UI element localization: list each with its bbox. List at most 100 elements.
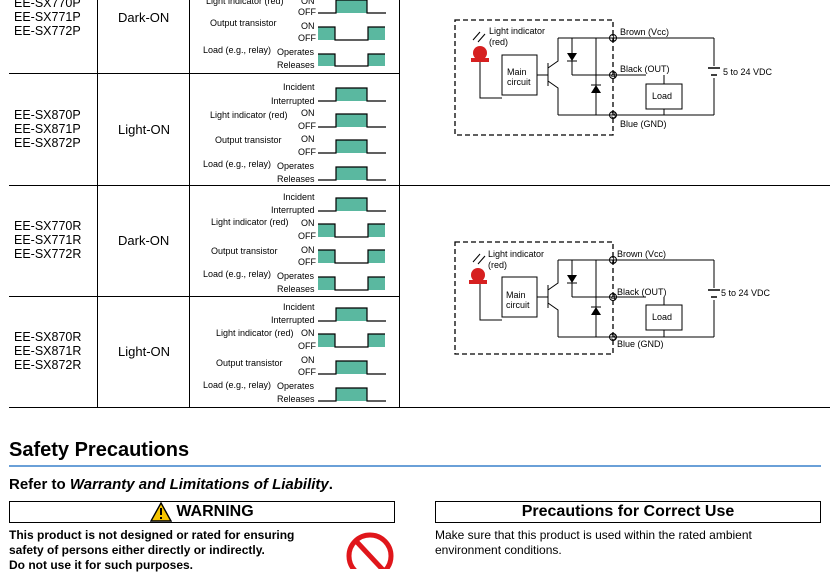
supply-voltage-label: 5 to 24 VDC <box>723 67 773 77</box>
waveform-pulse <box>318 54 335 66</box>
pin-number: 1 <box>611 33 616 43</box>
warning-triangle-icon <box>150 502 173 522</box>
main-label: Main <box>507 67 527 77</box>
pin-number: 4 <box>611 292 616 302</box>
wire-blue-label: Blue (GND) <box>617 339 664 349</box>
timing-label: OFF <box>298 121 316 131</box>
model-list: EE-SX770P EE-SX771P EE-SX772P <box>14 0 81 38</box>
timing-label: Output transistor <box>215 135 282 145</box>
model-name: EE-SX772P <box>14 24 81 38</box>
model-list: EE-SX870R EE-SX871R EE-SX872R <box>14 330 81 372</box>
prohibition-icon <box>346 532 394 569</box>
timing-label: ON <box>301 328 315 338</box>
wire-blue-label: Blue (GND) <box>620 119 667 129</box>
operation-mode: Dark-ON <box>118 233 170 248</box>
model-name: EE-SX771P <box>14 10 81 24</box>
warning-line: safety of persons either directly or ind… <box>9 543 265 557</box>
waveform-pulse <box>368 224 385 237</box>
timing-label: Operates <box>277 161 315 171</box>
model-name: EE-SX870R <box>14 330 82 344</box>
timing-label: Load (e.g., relay) <box>203 159 272 169</box>
timing-label: Releases <box>277 174 315 184</box>
wire-black-label: Black (OUT) <box>620 64 670 74</box>
operation-mode: Light-ON <box>118 122 171 137</box>
timing-label: Load (e.g., relay) <box>203 45 272 55</box>
timing-label: Load (e.g., relay) <box>203 269 272 279</box>
operation-mode: Dark-ON <box>118 10 170 25</box>
waveform-pulse <box>318 224 335 237</box>
waveform-pulse <box>336 198 367 211</box>
warning-header: WARNING <box>9 501 395 523</box>
led-color-label: (red) <box>488 260 507 270</box>
circuit-label: circuit <box>506 300 530 310</box>
model-name: EE-SX872R <box>14 358 82 372</box>
waveform-pulse <box>336 167 367 180</box>
load-label: Load <box>652 91 672 101</box>
correct-use-line: Make sure that this product is used with… <box>435 528 752 542</box>
correct-use-line: environment conditions. <box>435 543 562 557</box>
correct-use-text: Make sure that this product is used with… <box>435 528 825 558</box>
timing-label: OFF <box>298 33 316 43</box>
waveform-pulse <box>318 27 335 40</box>
warning-line: Do not use it for such purposes. <box>9 558 194 572</box>
led-label: Light indicator <box>489 26 545 36</box>
waveform-pulse <box>318 334 335 347</box>
table-grid <box>9 0 830 408</box>
timing-label: Light indicator (red) <box>210 110 288 120</box>
output-circuit-diagram: Light indicator (red) Main circuit Load … <box>454 241 771 355</box>
sensor-boundary <box>454 241 614 355</box>
sensor-boundary <box>454 19 614 136</box>
led-color-label: (red) <box>489 37 508 47</box>
pin-number: 1 <box>611 255 616 265</box>
timing-label: OFF <box>298 231 316 241</box>
timing-label: Light indicator (red) <box>216 328 294 338</box>
timing-label: OFF <box>298 341 316 351</box>
warning-line: This product is not designed or rated fo… <box>9 528 295 542</box>
model-name: EE-SX871P <box>14 122 81 136</box>
timing-label: Incident <box>283 82 315 92</box>
warning-text: This product is not designed or rated fo… <box>9 528 329 573</box>
timing-label: Output transistor <box>211 246 278 256</box>
timing-label: ON <box>301 245 315 255</box>
model-name: EE-SX870P <box>14 108 81 122</box>
pin-number: 3 <box>611 110 616 120</box>
refer-title: Warranty and Limitations of Liability <box>69 476 329 493</box>
waveform-pulse <box>368 27 385 40</box>
waveform-pulse <box>336 0 367 13</box>
refer-suffix: . <box>328 476 333 493</box>
model-name: EE-SX770R <box>14 219 82 233</box>
timing-label: Releases <box>277 60 315 70</box>
timing-label: OFF <box>298 257 316 267</box>
model-name: EE-SX770P <box>14 0 81 10</box>
timing-label: Operates <box>277 381 315 391</box>
pin-number: 4 <box>611 70 616 80</box>
timing-label: Releases <box>277 284 315 294</box>
timing-label: Output transistor <box>216 358 283 368</box>
correct-use-title: Precautions for Correct Use <box>521 503 735 520</box>
section-title: Safety Precautions <box>9 439 190 461</box>
wire-brown-label: Brown (Vcc) <box>620 27 669 37</box>
timing-label: OFF <box>298 367 316 377</box>
warning-label: WARNING <box>176 503 254 520</box>
timing-label: Interrupted <box>271 205 315 215</box>
waveform-pulse <box>336 88 367 101</box>
timing-label: ON <box>301 134 315 144</box>
waveform-pulse <box>336 140 367 153</box>
model-list: EE-SX770R EE-SX771R EE-SX772R <box>14 219 81 261</box>
timing-label: Light indicator (red) <box>206 0 284 6</box>
load-label: Load <box>652 312 672 322</box>
pin-number: 3 <box>611 332 616 342</box>
waveform-pulse <box>336 308 367 321</box>
waveform-pulse <box>368 334 385 347</box>
circuit-label: circuit <box>507 77 531 87</box>
model-name: EE-SX771R <box>14 233 82 247</box>
timing-waveforms <box>318 0 386 402</box>
diode-icon <box>591 307 601 315</box>
led-icon <box>469 253 487 284</box>
timing-label: Operates <box>277 47 315 57</box>
waveform-pulse <box>368 250 385 263</box>
timing-label: ON <box>301 0 315 6</box>
timing-label: Releases <box>277 394 315 404</box>
timing-label: Light indicator (red) <box>211 217 289 227</box>
model-list: EE-SX870P EE-SX871P EE-SX872P <box>14 108 81 150</box>
